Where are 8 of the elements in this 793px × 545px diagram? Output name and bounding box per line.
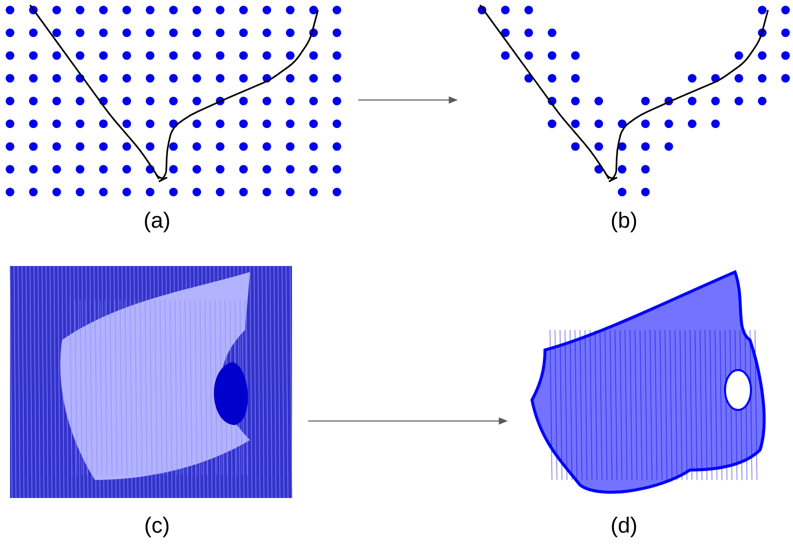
point-cloud-drawing — [10, 266, 292, 498]
panel-label: (c) — [146, 516, 168, 538]
point-cloud-drawing — [530, 270, 766, 494]
dot-grid-drawing — [478, 4, 790, 196]
panel-label: (a) — [144, 212, 170, 232]
panel-label: (b) — [612, 212, 636, 232]
panel-label: (d) — [612, 516, 636, 538]
dot-grid-drawing — [6, 4, 342, 196]
